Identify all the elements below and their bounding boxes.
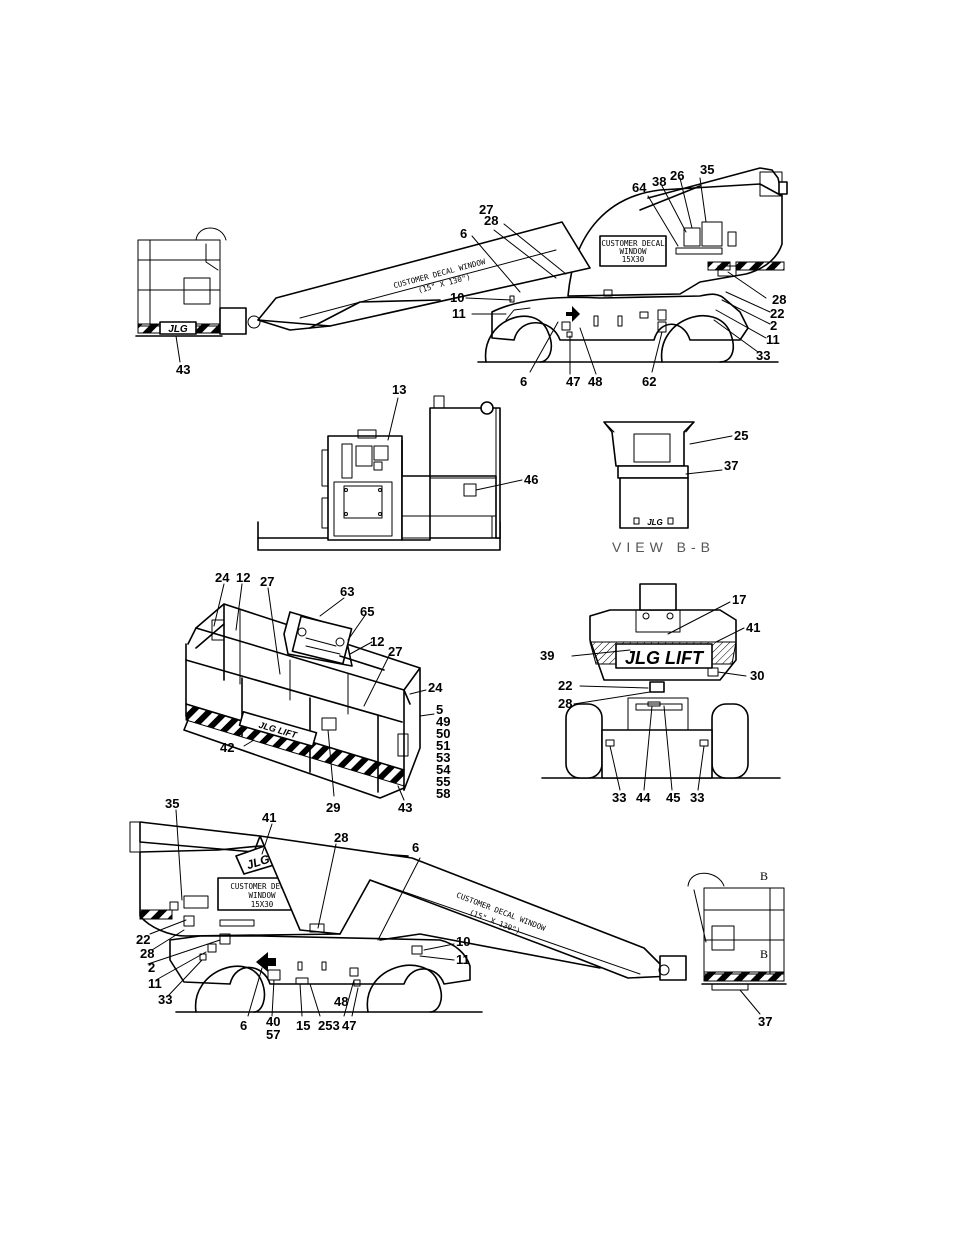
callout-29: 29	[326, 800, 340, 815]
platform-logo: JLG	[168, 324, 188, 335]
callout-57: 57	[266, 1027, 280, 1042]
callout-6b: 6	[520, 374, 527, 389]
callout-48: 48	[334, 994, 348, 1009]
callout-42: 42	[220, 740, 234, 755]
callout-27: 27	[260, 574, 274, 589]
bottom-window-text-1: CUSTOMER DECAL	[230, 882, 294, 891]
callout-13: 13	[392, 382, 406, 397]
window-text-1: CUSTOMER DECAL	[601, 239, 665, 248]
callout-28: 28	[484, 213, 498, 228]
callout-33: 33	[756, 348, 770, 363]
callout-24: 24	[215, 570, 230, 585]
callout-43: 43	[176, 362, 190, 377]
callout-6: 6	[412, 840, 419, 855]
view-engine: 13 46	[257, 382, 538, 551]
callout-35: 35	[700, 162, 714, 177]
callout-6b: 6	[240, 1018, 247, 1033]
callout-48: 48	[588, 374, 602, 389]
callout-39: 39	[540, 648, 554, 663]
callout-22: 22	[136, 932, 150, 947]
callout-17: 17	[732, 592, 746, 607]
callout-27b: 27	[388, 644, 402, 659]
callout-12: 12	[236, 570, 250, 585]
callout-35: 35	[165, 796, 179, 811]
callout-28: 28	[334, 830, 348, 845]
callout-27: 27	[479, 202, 493, 217]
bottom-window-text-2: WINDOW	[248, 891, 276, 900]
callout-253: 253	[318, 1018, 340, 1033]
callout-54: 54	[436, 762, 451, 777]
callout-40: 40	[266, 1014, 280, 1029]
callout-11: 11	[452, 306, 466, 321]
callout-11b: 11	[766, 332, 780, 347]
view-top-side: CUSTOMER DECAL WINDOW 15X30 CUSTOMER DEC…	[135, 162, 788, 389]
callout-38: 38	[652, 174, 666, 189]
view-platform: JLG LIFT 24 12 27 63 65 12 27 24 5 49 50…	[183, 570, 451, 815]
view-bb: JLG 25 37 VIEW B-B	[603, 421, 748, 555]
callout-26: 26	[670, 168, 684, 183]
callout-65: 65	[360, 604, 374, 619]
callout-28b: 28	[772, 292, 786, 307]
callout-28b: 28	[140, 946, 154, 961]
callout-51: 51	[436, 738, 450, 753]
callout-47: 47	[342, 1018, 356, 1033]
callout-50: 50	[436, 726, 450, 741]
callout-43: 43	[398, 800, 412, 815]
callout-33: 33	[612, 790, 626, 805]
rear-logo: JLG LIFT	[625, 648, 705, 668]
callout-46: 46	[524, 472, 538, 487]
callout-33b: 33	[690, 790, 704, 805]
callout-22: 22	[558, 678, 572, 693]
callout-11b: 11	[456, 952, 470, 967]
view-bottom-side: CUSTOMER DECAL WINDOW 15X30 JLG CUSTOMER…	[129, 796, 787, 1042]
section-mark-b-bottom: B	[760, 947, 768, 961]
callout-28: 28	[558, 696, 572, 711]
callout-2: 2	[770, 318, 777, 333]
callout-33: 33	[158, 992, 172, 1007]
callout-58: 58	[436, 786, 450, 801]
callout-37: 37	[758, 1014, 772, 1029]
callout-5: 5	[436, 702, 443, 717]
callout-41: 41	[262, 810, 276, 825]
callout-11: 11	[148, 976, 162, 991]
callout-64: 64	[632, 180, 647, 195]
callout-41: 41	[746, 620, 760, 635]
callout-25: 25	[734, 428, 748, 443]
callout-47: 47	[566, 374, 580, 389]
section-mark-b-top: B	[760, 869, 768, 883]
view-rear: JLG LIFT 17 41 39 30 22 28 33 44 45 33	[540, 583, 781, 805]
callout-30: 30	[750, 668, 764, 683]
bb-logo: JLG	[647, 518, 663, 527]
callout-55: 55	[436, 774, 450, 789]
callout-6: 6	[460, 226, 467, 241]
window-text-3: 15X30	[622, 255, 645, 264]
callout-45: 45	[666, 790, 680, 805]
callout-44: 44	[636, 790, 651, 805]
callout-63: 63	[340, 584, 354, 599]
callout-22: 22	[770, 306, 784, 321]
callout-53: 53	[436, 750, 450, 765]
callout-15: 15	[296, 1018, 310, 1033]
callout-10: 10	[450, 290, 464, 305]
callout-49: 49	[436, 714, 450, 729]
view-bb-title: VIEW B-B	[612, 539, 715, 555]
callout-10: 10	[456, 934, 470, 949]
bottom-window-text-3: 15X30	[251, 900, 274, 909]
callout-24b: 24	[428, 680, 443, 695]
callout-62: 62	[642, 374, 656, 389]
window-text-2: WINDOW	[619, 247, 647, 256]
callout-2: 2	[148, 960, 155, 975]
callout-37: 37	[724, 458, 738, 473]
callout-12b: 12	[370, 634, 384, 649]
bottom-logo: JLG	[245, 852, 272, 873]
